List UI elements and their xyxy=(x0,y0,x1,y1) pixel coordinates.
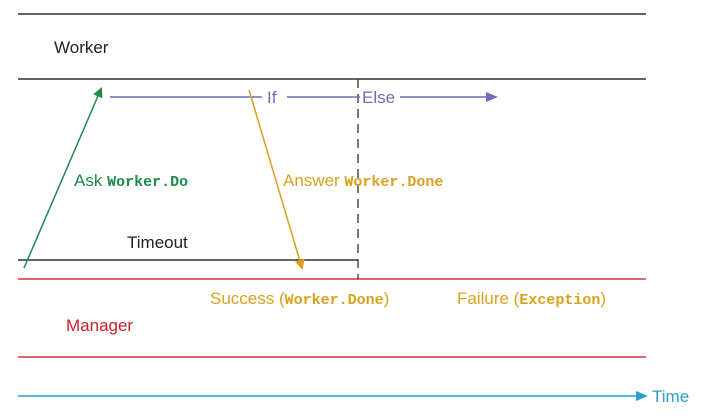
failure-label-code: Exception xyxy=(519,292,600,309)
ask-label: Ask Worker.Do xyxy=(74,171,188,191)
answer-arrow xyxy=(248,89,305,270)
ask-label-code: Worker.Do xyxy=(107,174,188,191)
failure-label: Failure (Exception) xyxy=(457,289,606,309)
success-label-prefix: Success ( xyxy=(210,289,285,308)
success-label: Success (Worker.Done) xyxy=(210,289,389,309)
answer-label-code: Worker.Done xyxy=(344,174,443,191)
worker-lane-label: Worker xyxy=(54,38,109,57)
ask-label-prefix: Ask xyxy=(74,171,107,190)
success-label-code: Worker.Done xyxy=(285,292,384,309)
answer-label-prefix: Answer xyxy=(283,171,344,190)
else-label: Else xyxy=(362,88,395,107)
manager-lane-label: Manager xyxy=(66,316,133,335)
if-label: If xyxy=(267,88,277,107)
ask-arrow xyxy=(23,87,103,269)
answer-label: Answer Worker.Done xyxy=(283,171,443,191)
success-label-suffix: ) xyxy=(384,289,390,308)
failure-label-prefix: Failure ( xyxy=(457,289,520,308)
time-axis-label: Time xyxy=(652,387,689,406)
timeout-label: Timeout xyxy=(127,233,188,252)
failure-label-suffix: ) xyxy=(600,289,606,308)
